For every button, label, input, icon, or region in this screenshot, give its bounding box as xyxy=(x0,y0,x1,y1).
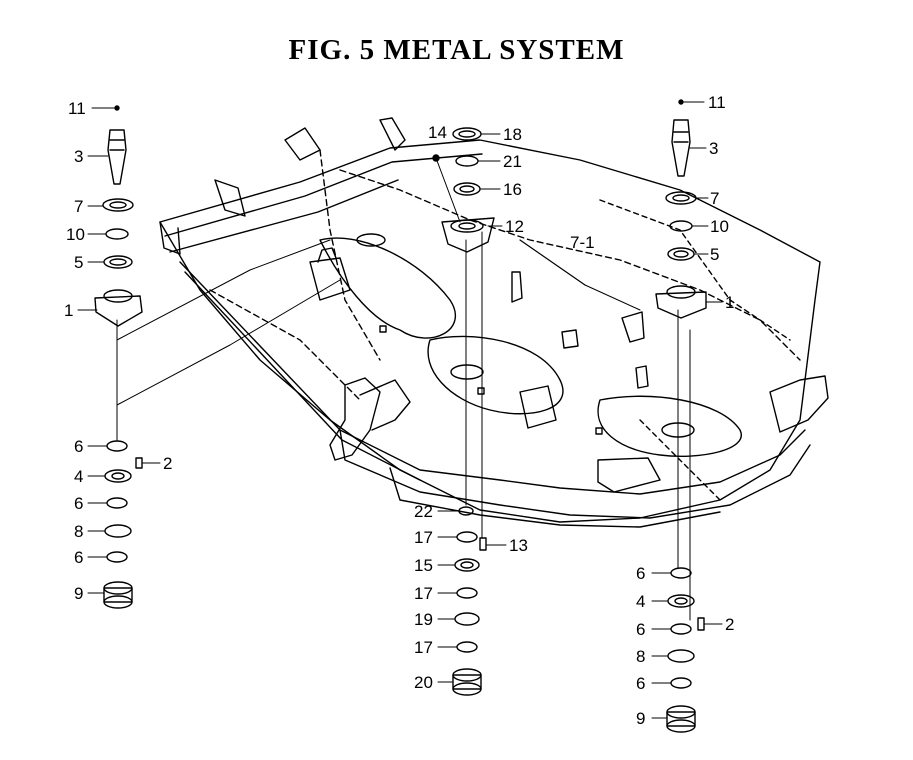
callout-center-12: 12 xyxy=(505,217,524,236)
callout-leaders xyxy=(77,101,723,719)
callout-labels: 11 3 7 10 5 1 6 4 6 8 6 9 2 14 18 21 16 … xyxy=(64,93,734,728)
callout-right-10: 10 xyxy=(710,217,729,236)
callout-right-5: 5 xyxy=(710,245,719,264)
callout-right-9: 9 xyxy=(636,709,645,728)
callout-right-3: 3 xyxy=(709,139,718,158)
callout-left-11: 11 xyxy=(68,99,86,118)
callout-right-6b: 6 xyxy=(636,620,645,639)
callout-center-17c: 17 xyxy=(414,638,433,657)
callout-right-1: 1 xyxy=(725,293,734,312)
callout-left-1: 1 xyxy=(64,301,73,320)
assembly-leaders xyxy=(116,157,691,621)
callout-left-6a: 6 xyxy=(74,437,83,456)
callout-right-6a: 6 xyxy=(636,564,645,583)
callout-left-3: 3 xyxy=(74,147,83,166)
callout-right-11: 11 xyxy=(708,93,726,112)
callout-right-7: 7 xyxy=(710,189,719,208)
callout-left-9: 9 xyxy=(74,584,83,603)
callout-right-4: 4 xyxy=(636,592,645,611)
callout-left-6c: 6 xyxy=(74,548,83,567)
callout-left-4: 4 xyxy=(74,467,83,486)
callout-left-8: 8 xyxy=(74,522,83,541)
callout-left-10: 10 xyxy=(66,225,85,244)
callout-left-2: 2 xyxy=(163,454,172,473)
callout-right-2: 2 xyxy=(725,615,734,634)
callout-belt-guide: 7-1 xyxy=(570,233,595,252)
callout-center-22: 22 xyxy=(414,502,433,521)
right-spindle-assembly xyxy=(655,99,707,733)
callout-center-18: 18 xyxy=(503,125,522,144)
callout-right-8: 8 xyxy=(636,647,645,666)
callout-right-6c: 6 xyxy=(636,674,645,693)
callout-center-14: 14 xyxy=(428,123,447,142)
callout-center-16: 16 xyxy=(503,180,522,199)
callout-center-17b: 17 xyxy=(414,584,433,603)
callout-center-17a: 17 xyxy=(414,528,433,547)
center-spindle-assembly xyxy=(432,127,495,696)
callout-center-20: 20 xyxy=(414,673,433,692)
page-title: FIG. 5 METAL SYSTEM xyxy=(288,34,625,66)
callout-center-15: 15 xyxy=(414,556,433,575)
callout-center-19: 19 xyxy=(414,610,433,629)
left-spindle-assembly xyxy=(94,105,143,609)
callout-center-21: 21 xyxy=(503,152,522,171)
mower-deck xyxy=(159,117,829,528)
callout-left-6b: 6 xyxy=(74,494,83,513)
callout-left-7: 7 xyxy=(74,197,83,216)
callout-center-13: 13 xyxy=(509,536,528,555)
callout-left-5: 5 xyxy=(74,253,83,272)
